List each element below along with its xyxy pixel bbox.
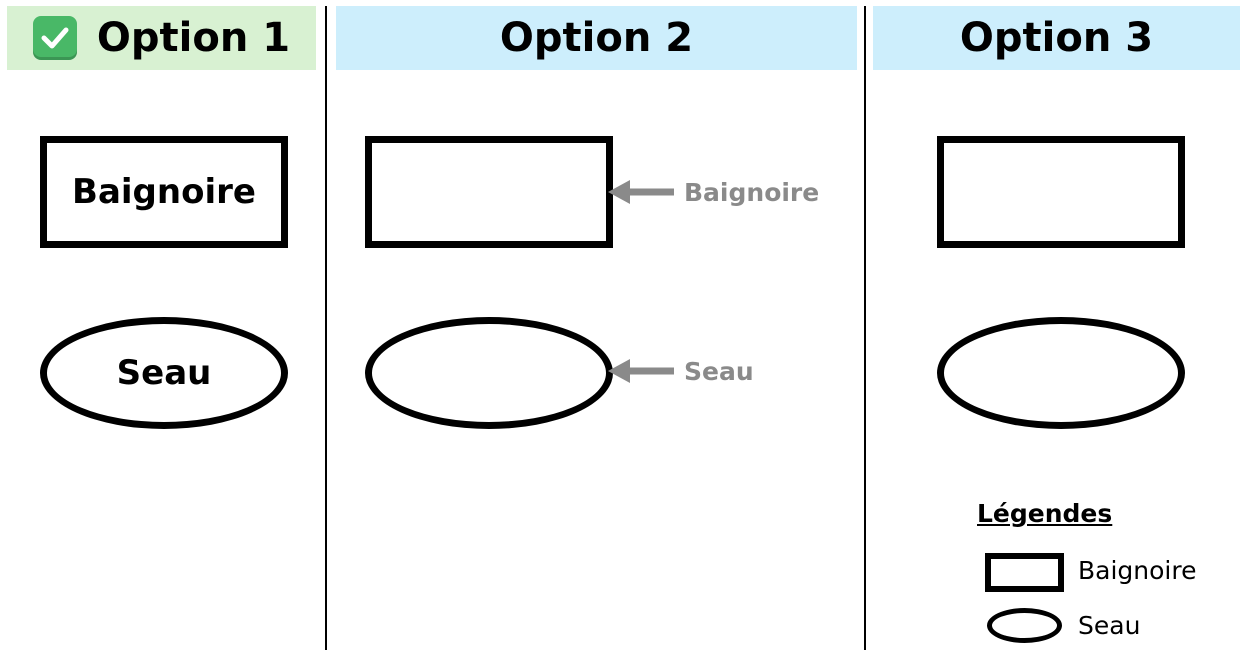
option-1-header: Option 1	[7, 6, 316, 70]
option-1-rectangle: Baignoire	[40, 136, 288, 248]
option-1-ellipse-label: Seau	[116, 353, 212, 393]
option-2-ellipse-callout-label: Seau	[684, 356, 754, 386]
option-1-title: Option 1	[96, 15, 291, 61]
option-2-rectangle-callout-label: Baignoire	[684, 177, 820, 207]
column-divider	[325, 6, 327, 650]
option-1-rectangle-label: Baignoire	[72, 172, 256, 212]
option-2-header: Option 2	[336, 6, 857, 70]
option-2-ellipse	[365, 317, 613, 429]
arrow-left-icon	[608, 359, 674, 383]
legend-rectangle-label: Baignoire	[1078, 556, 1197, 585]
option-3-rectangle	[937, 136, 1185, 248]
legend-ellipse-swatch	[987, 608, 1062, 643]
option-2-title: Option 2	[499, 15, 694, 61]
option-2-rectangle-callout: Baignoire	[608, 177, 819, 207]
option-3-header: Option 3	[873, 6, 1240, 70]
legend-title: Légendes	[977, 499, 1113, 528]
option-1-ellipse: Seau	[40, 317, 288, 429]
option-3-title: Option 3	[959, 15, 1154, 61]
option-2-ellipse-callout: Seau	[608, 356, 754, 386]
legend-rectangle-swatch	[985, 553, 1064, 592]
arrow-left-icon	[608, 180, 674, 204]
legend-ellipse-label: Seau	[1078, 611, 1141, 640]
option-3-ellipse	[937, 317, 1185, 429]
option-2-rectangle	[365, 136, 613, 248]
check-mark-icon	[32, 16, 77, 60]
column-divider	[864, 6, 866, 650]
